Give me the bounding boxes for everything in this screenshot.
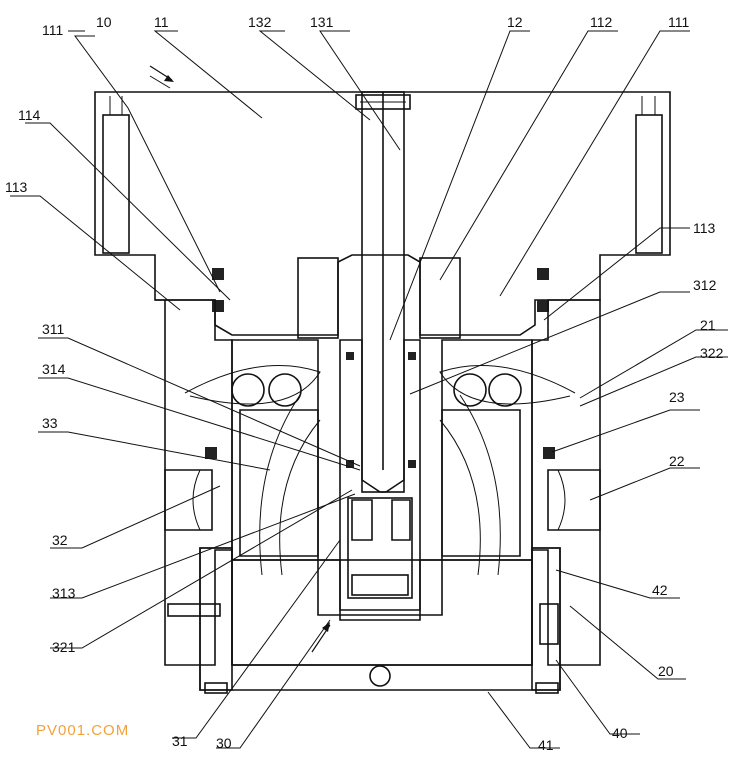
label-311: 311: [42, 321, 65, 337]
label-113-left: 113: [5, 179, 28, 195]
label-21: 21: [700, 317, 716, 333]
arrow-10: [149, 65, 174, 82]
label-314: 314: [42, 361, 66, 377]
label-40: 40: [612, 725, 628, 741]
label-321: 321: [52, 639, 76, 655]
label-131: 131: [310, 14, 334, 30]
label-20: 20: [658, 663, 674, 679]
arrow-30: [311, 622, 331, 653]
label-30: 30: [216, 735, 232, 751]
label-313: 313: [52, 585, 76, 601]
center-stem: [339, 91, 421, 621]
label-10: 10: [96, 14, 112, 30]
label-132: 132: [248, 14, 272, 30]
label-112: 112: [590, 14, 613, 30]
label-31: 31: [172, 733, 188, 749]
label-114: 114: [18, 107, 41, 123]
label-111-left: 111: [42, 22, 63, 38]
watermark: PV001.COM: [36, 722, 130, 739]
leader-lines: [10, 30, 728, 749]
label-11: 11: [154, 14, 169, 30]
label-42: 42: [652, 582, 668, 598]
label-23: 23: [669, 389, 685, 405]
label-322: 322: [700, 345, 724, 361]
bottom-cup: [167, 547, 561, 694]
part-labels: 10 11 111 111 114 113 113 132 131 12 112…: [5, 14, 724, 753]
label-113-right: 113: [693, 220, 716, 236]
label-12: 12: [507, 14, 523, 30]
label-111-right: 111: [668, 14, 689, 30]
label-32: 32: [52, 532, 68, 548]
label-33: 33: [42, 415, 58, 431]
label-22: 22: [669, 453, 685, 469]
label-312: 312: [693, 277, 717, 293]
label-41: 41: [538, 737, 554, 753]
